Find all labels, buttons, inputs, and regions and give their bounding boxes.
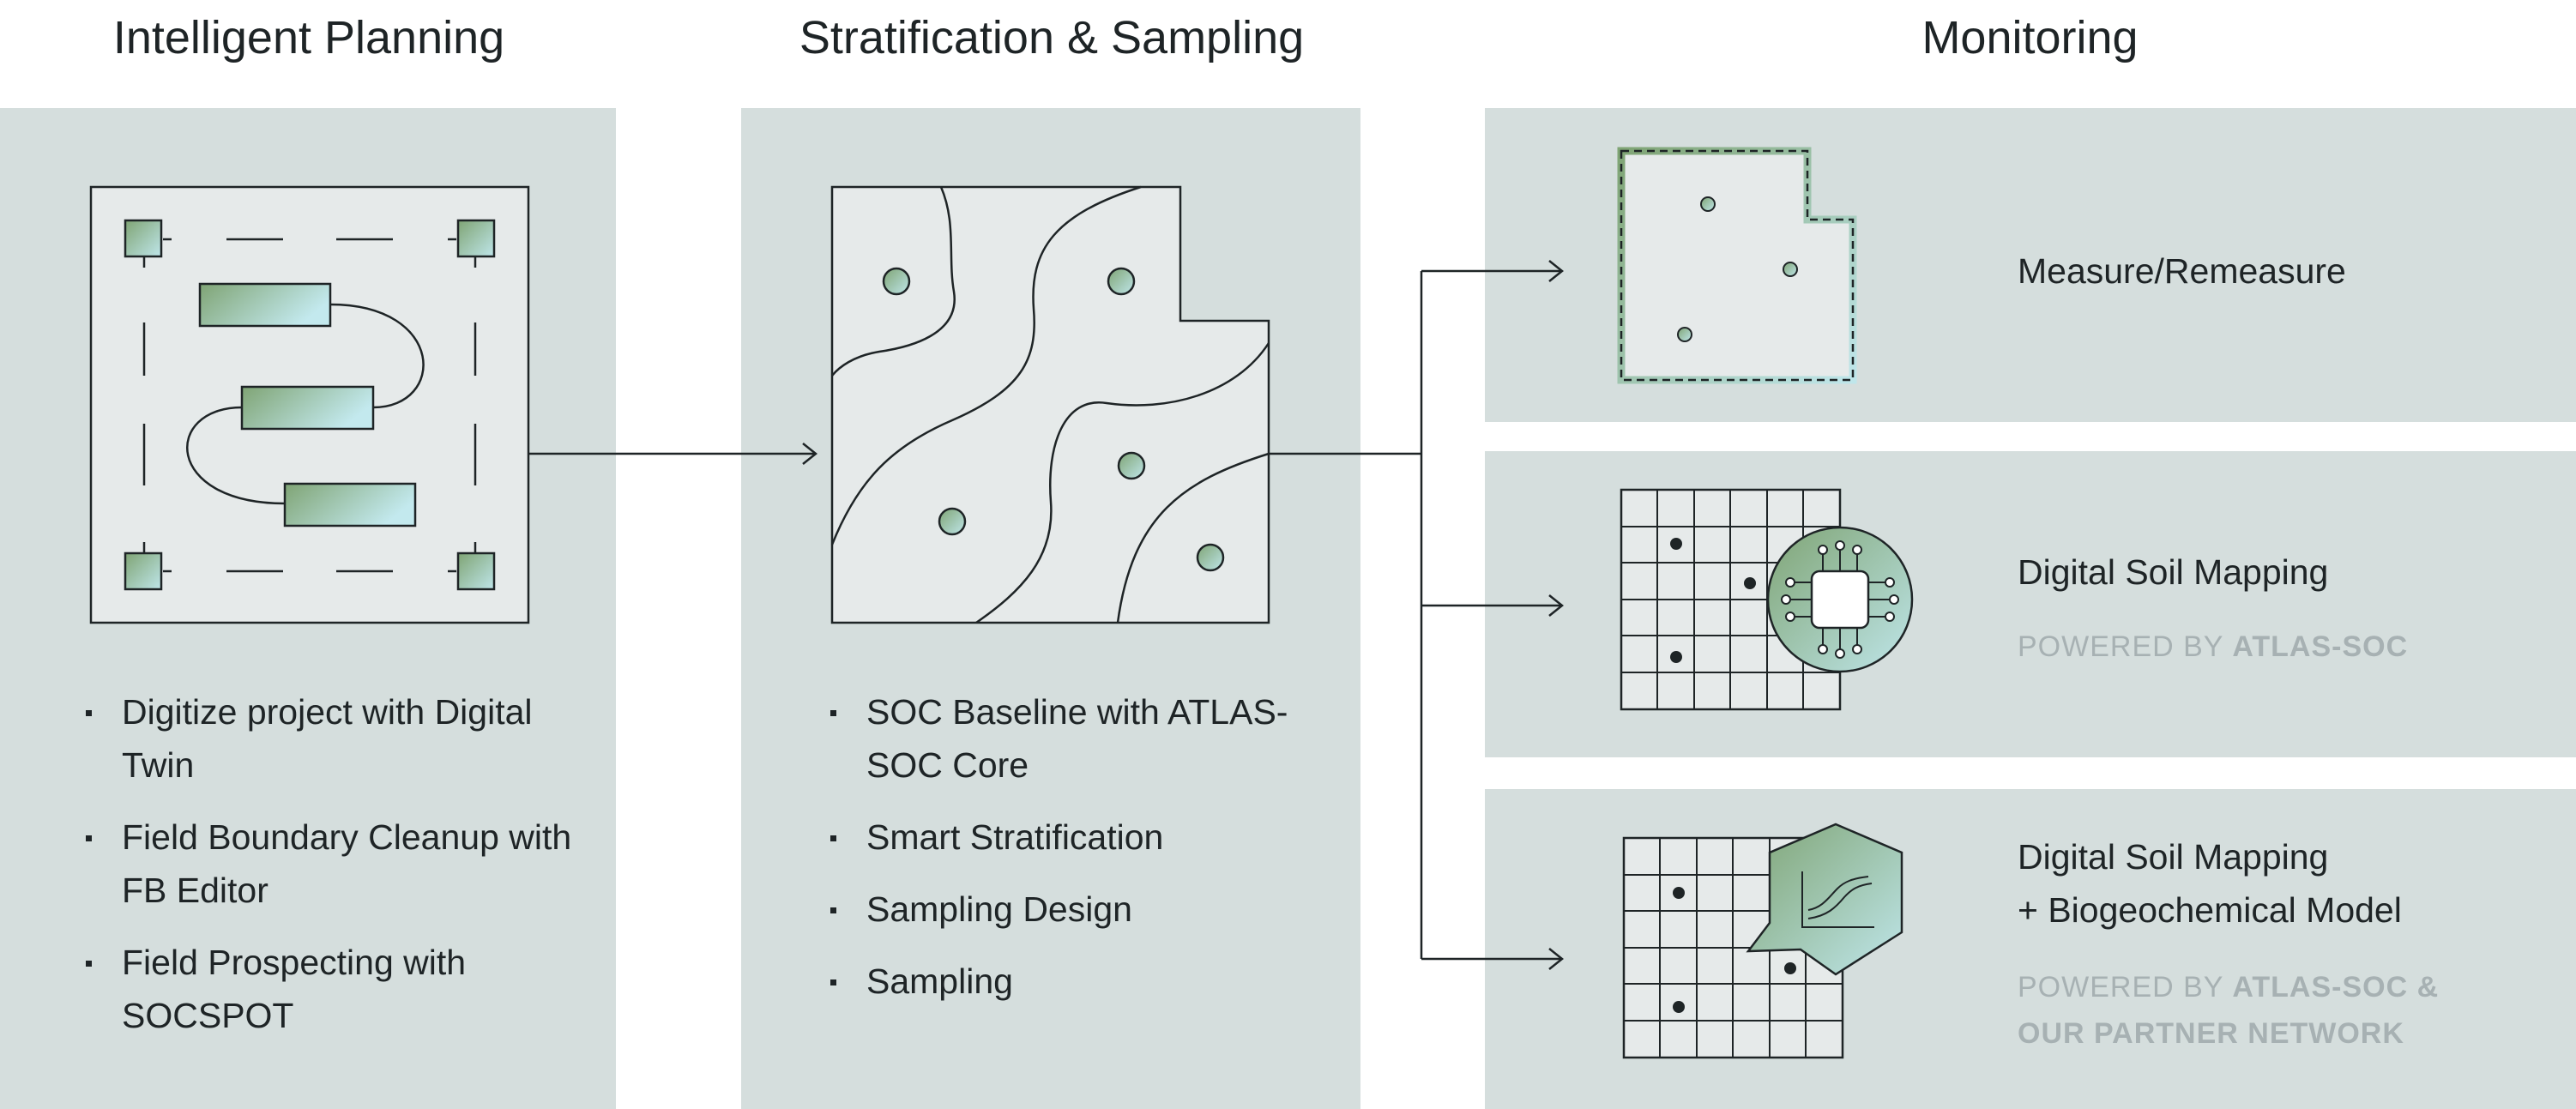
stratified-field-icon	[830, 185, 1270, 624]
soil-grid-chip-icon	[1620, 488, 1914, 711]
planning-bullet-item: Digitize project with Digital Twin	[86, 685, 600, 792]
dsm-model-powered-by: POWERED BY ATLAS-SOC & OUR PARTNER NETWO…	[2018, 964, 2498, 1057]
powered-brand: ATLAS-SOC	[2232, 630, 2409, 663]
stratification-bullet-item: Smart Stratification	[830, 811, 1345, 864]
field-plan-icon	[89, 185, 530, 624]
stratification-bullet-list: SOC Baseline with ATLAS-SOC Core Smart S…	[830, 685, 1345, 1027]
planning-title: Intelligent Planning	[112, 12, 505, 63]
planning-bullet-list: Digitize project with Digital Twin Field…	[86, 685, 600, 1061]
measure-remeasure-label: Measure/Remeasure	[2018, 251, 2346, 291]
dsm-model-label: Digital Soil Mapping + Biogeochemical Mo…	[2018, 837, 2402, 930]
powered-brand: ATLAS-SOC & OUR PARTNER NETWORK	[2018, 971, 2440, 1050]
dsm-label: Digital Soil Mapping	[2018, 552, 2329, 592]
stratification-bullet-item: Sampling	[830, 955, 1345, 1008]
flow-connectors	[528, 260, 1565, 970]
soil-grid-model-icon	[1622, 823, 1903, 1059]
powered-prefix: POWERED BY	[2018, 630, 2223, 663]
monitoring-title: Monitoring	[1921, 12, 2139, 63]
planning-bullet-item: Field Prospecting with SOCSPOT	[86, 936, 600, 1042]
dsm-powered-by: POWERED BY ATLAS-SOC	[2018, 624, 2532, 670]
field-boundary-icon	[1617, 147, 1857, 384]
stratification-bullet-item: SOC Baseline with ATLAS-SOC Core	[830, 685, 1345, 792]
stratification-bullet-item: Sampling Design	[830, 883, 1345, 936]
powered-prefix: POWERED BY	[2018, 971, 2223, 1004]
stratification-title: Stratification & Sampling	[799, 12, 1305, 63]
planning-bullet-item: Field Boundary Cleanup with FB Editor	[86, 811, 600, 917]
